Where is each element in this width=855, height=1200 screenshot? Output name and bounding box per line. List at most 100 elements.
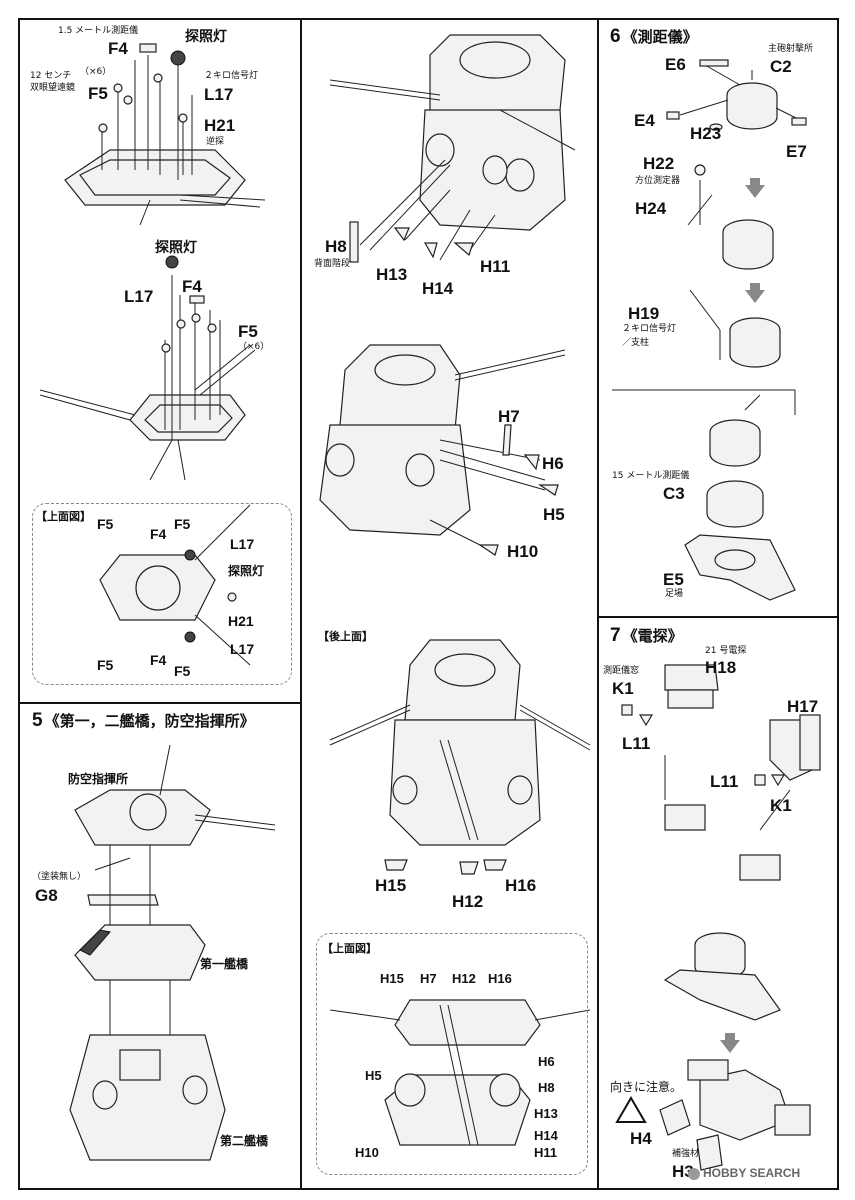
binocular-count: （×6） <box>80 67 112 77</box>
section5-heading: 《第一，二艦橋，防空指揮所》 <box>44 712 255 730</box>
rear-top-heading: 【後上面】 <box>318 630 373 643</box>
tv2-h14: H14 <box>534 1128 558 1143</box>
label-k1-2: K1 <box>770 796 792 815</box>
tv-searchlight: 探照灯 <box>228 564 265 578</box>
top-view-drawing-2 <box>329 999 591 1146</box>
label-e7: E7 <box>786 142 807 161</box>
label-e6: E6 <box>665 55 686 74</box>
label-h6: H6 <box>542 454 564 473</box>
label-reinforce: 補強材 <box>672 1149 700 1159</box>
label-f4: F4 <box>108 39 128 58</box>
label-h7: H7 <box>498 407 520 426</box>
label-h17: H17 <box>787 697 819 716</box>
label-main-gun-director: 主砲射撃所 <box>768 44 814 54</box>
label-l11-2: L11 <box>710 772 739 791</box>
label-radar-21: 21 号電探 <box>705 646 747 656</box>
tower-drawing-2 <box>319 344 566 556</box>
label-bridge2: 第二艦橋 <box>220 1134 269 1148</box>
label-h10: H10 <box>507 542 539 561</box>
watermark-text: HOBBY SEARCH <box>703 1166 801 1180</box>
label-aa-post: 防空指揮所 <box>68 772 129 786</box>
label-signal-lamp: ２キロ信号灯 <box>622 324 677 334</box>
tv2-h10: H10 <box>355 1145 379 1160</box>
section6-title: 6《測距儀》 <box>610 26 698 48</box>
section7-drawing <box>615 664 821 1171</box>
label-g8: G8 <box>35 886 58 905</box>
label-h23: H23 <box>690 124 722 143</box>
tv-h21: H21 <box>228 613 254 629</box>
label-h16: H16 <box>505 876 537 895</box>
label-azimuth: 方位測定器 <box>635 176 681 186</box>
label-h24: H24 <box>635 199 667 218</box>
label-l17-2: L17 <box>124 287 154 306</box>
label-f5-count: （×6） <box>238 342 270 352</box>
tv-f4-b: F4 <box>150 652 167 668</box>
label-no-paint: （塗装無し） <box>32 872 87 882</box>
label-f4-2: F4 <box>182 277 202 296</box>
top-view-box-1 <box>32 503 292 685</box>
label-searchlight-2: 探照灯 <box>155 240 197 256</box>
label-pillar: ／支柱 <box>622 338 650 348</box>
label-h5: H5 <box>543 505 565 524</box>
top-view-heading-1: 【上面図】 <box>36 510 91 523</box>
tv2-h6: H6 <box>538 1054 555 1069</box>
tv2-h15: H15 <box>380 971 404 986</box>
tv-f5-a: F5 <box>97 516 114 532</box>
section7-panel <box>597 616 839 1190</box>
aa-platform-drawing-2 <box>39 255 256 481</box>
tv2-h8: H8 <box>538 1080 555 1095</box>
tv-f5-b: F5 <box>174 516 191 532</box>
label-h19: H19 <box>628 304 660 323</box>
tv-f5-d: F5 <box>174 663 191 679</box>
section6-drawing <box>612 59 807 601</box>
watermark-logo-icon <box>688 1167 700 1180</box>
section5-drawing <box>69 744 276 1161</box>
reverse-probe-note: 逆探 <box>206 137 225 147</box>
label-h8: H8 <box>325 237 347 256</box>
binocular-note-2: 双眼望遠鏡 <box>30 83 76 93</box>
signal-lamp-note: ２キロ信号灯 <box>204 71 259 81</box>
label-h15: H15 <box>375 876 407 895</box>
watermark: HOBBY SEARCH <box>688 1166 800 1180</box>
tv2-h12: H12 <box>452 971 476 986</box>
label-h13: H13 <box>376 265 408 284</box>
label-h22: H22 <box>643 154 675 173</box>
label-e5: E5 <box>663 570 684 589</box>
rear-tower-drawing <box>329 639 591 875</box>
top-view-drawing-1 <box>99 504 251 666</box>
label-c2: C2 <box>770 57 792 76</box>
tv-l17-b: L17 <box>230 641 255 657</box>
label-foothold: 足場 <box>665 589 684 599</box>
label-l11: L11 <box>622 734 651 753</box>
tv2-h5: H5 <box>365 1068 382 1083</box>
section5-number: 5 <box>32 710 43 731</box>
tv-f4-a: F4 <box>150 526 167 542</box>
tv-l17-a: L17 <box>230 536 255 552</box>
label-h21: H21 <box>204 116 236 135</box>
tv2-h7: H7 <box>420 971 437 986</box>
tv2-h16: H16 <box>488 971 512 986</box>
section7-heading: 《電探》 <box>622 627 683 645</box>
rangefinder-15m-note: 1.5 メートル測距儀 <box>58 26 139 36</box>
top-view-heading-2: 【上面図】 <box>322 942 377 955</box>
label-l17: L17 <box>204 85 234 104</box>
label-h14: H14 <box>422 279 454 298</box>
label-rear-ladder: 背面階段 <box>314 259 351 269</box>
section5-title: 5《第一，二艦橋，防空指揮所》 <box>32 710 255 732</box>
tv-f5-c: F5 <box>97 657 114 673</box>
tv2-h13: H13 <box>534 1106 558 1121</box>
label-15m-rangefinder: 15 メートル測距儀 <box>612 471 690 481</box>
label-h11: H11 <box>480 257 511 276</box>
label-e4: E4 <box>634 111 655 130</box>
label-h4: H4 <box>630 1129 652 1148</box>
section6-number: 6 <box>610 26 621 47</box>
label-f5-2: F5 <box>238 322 258 341</box>
section7-number: 7 <box>610 625 621 646</box>
label-k1: K1 <box>612 679 634 698</box>
aa-platform-drawing-1 <box>64 43 266 226</box>
label-bridge1: 第一艦橋 <box>200 957 249 971</box>
tower-drawing-1 <box>329 34 576 263</box>
section7-title: 7《電探》 <box>610 625 683 647</box>
label-h12: H12 <box>452 892 484 911</box>
